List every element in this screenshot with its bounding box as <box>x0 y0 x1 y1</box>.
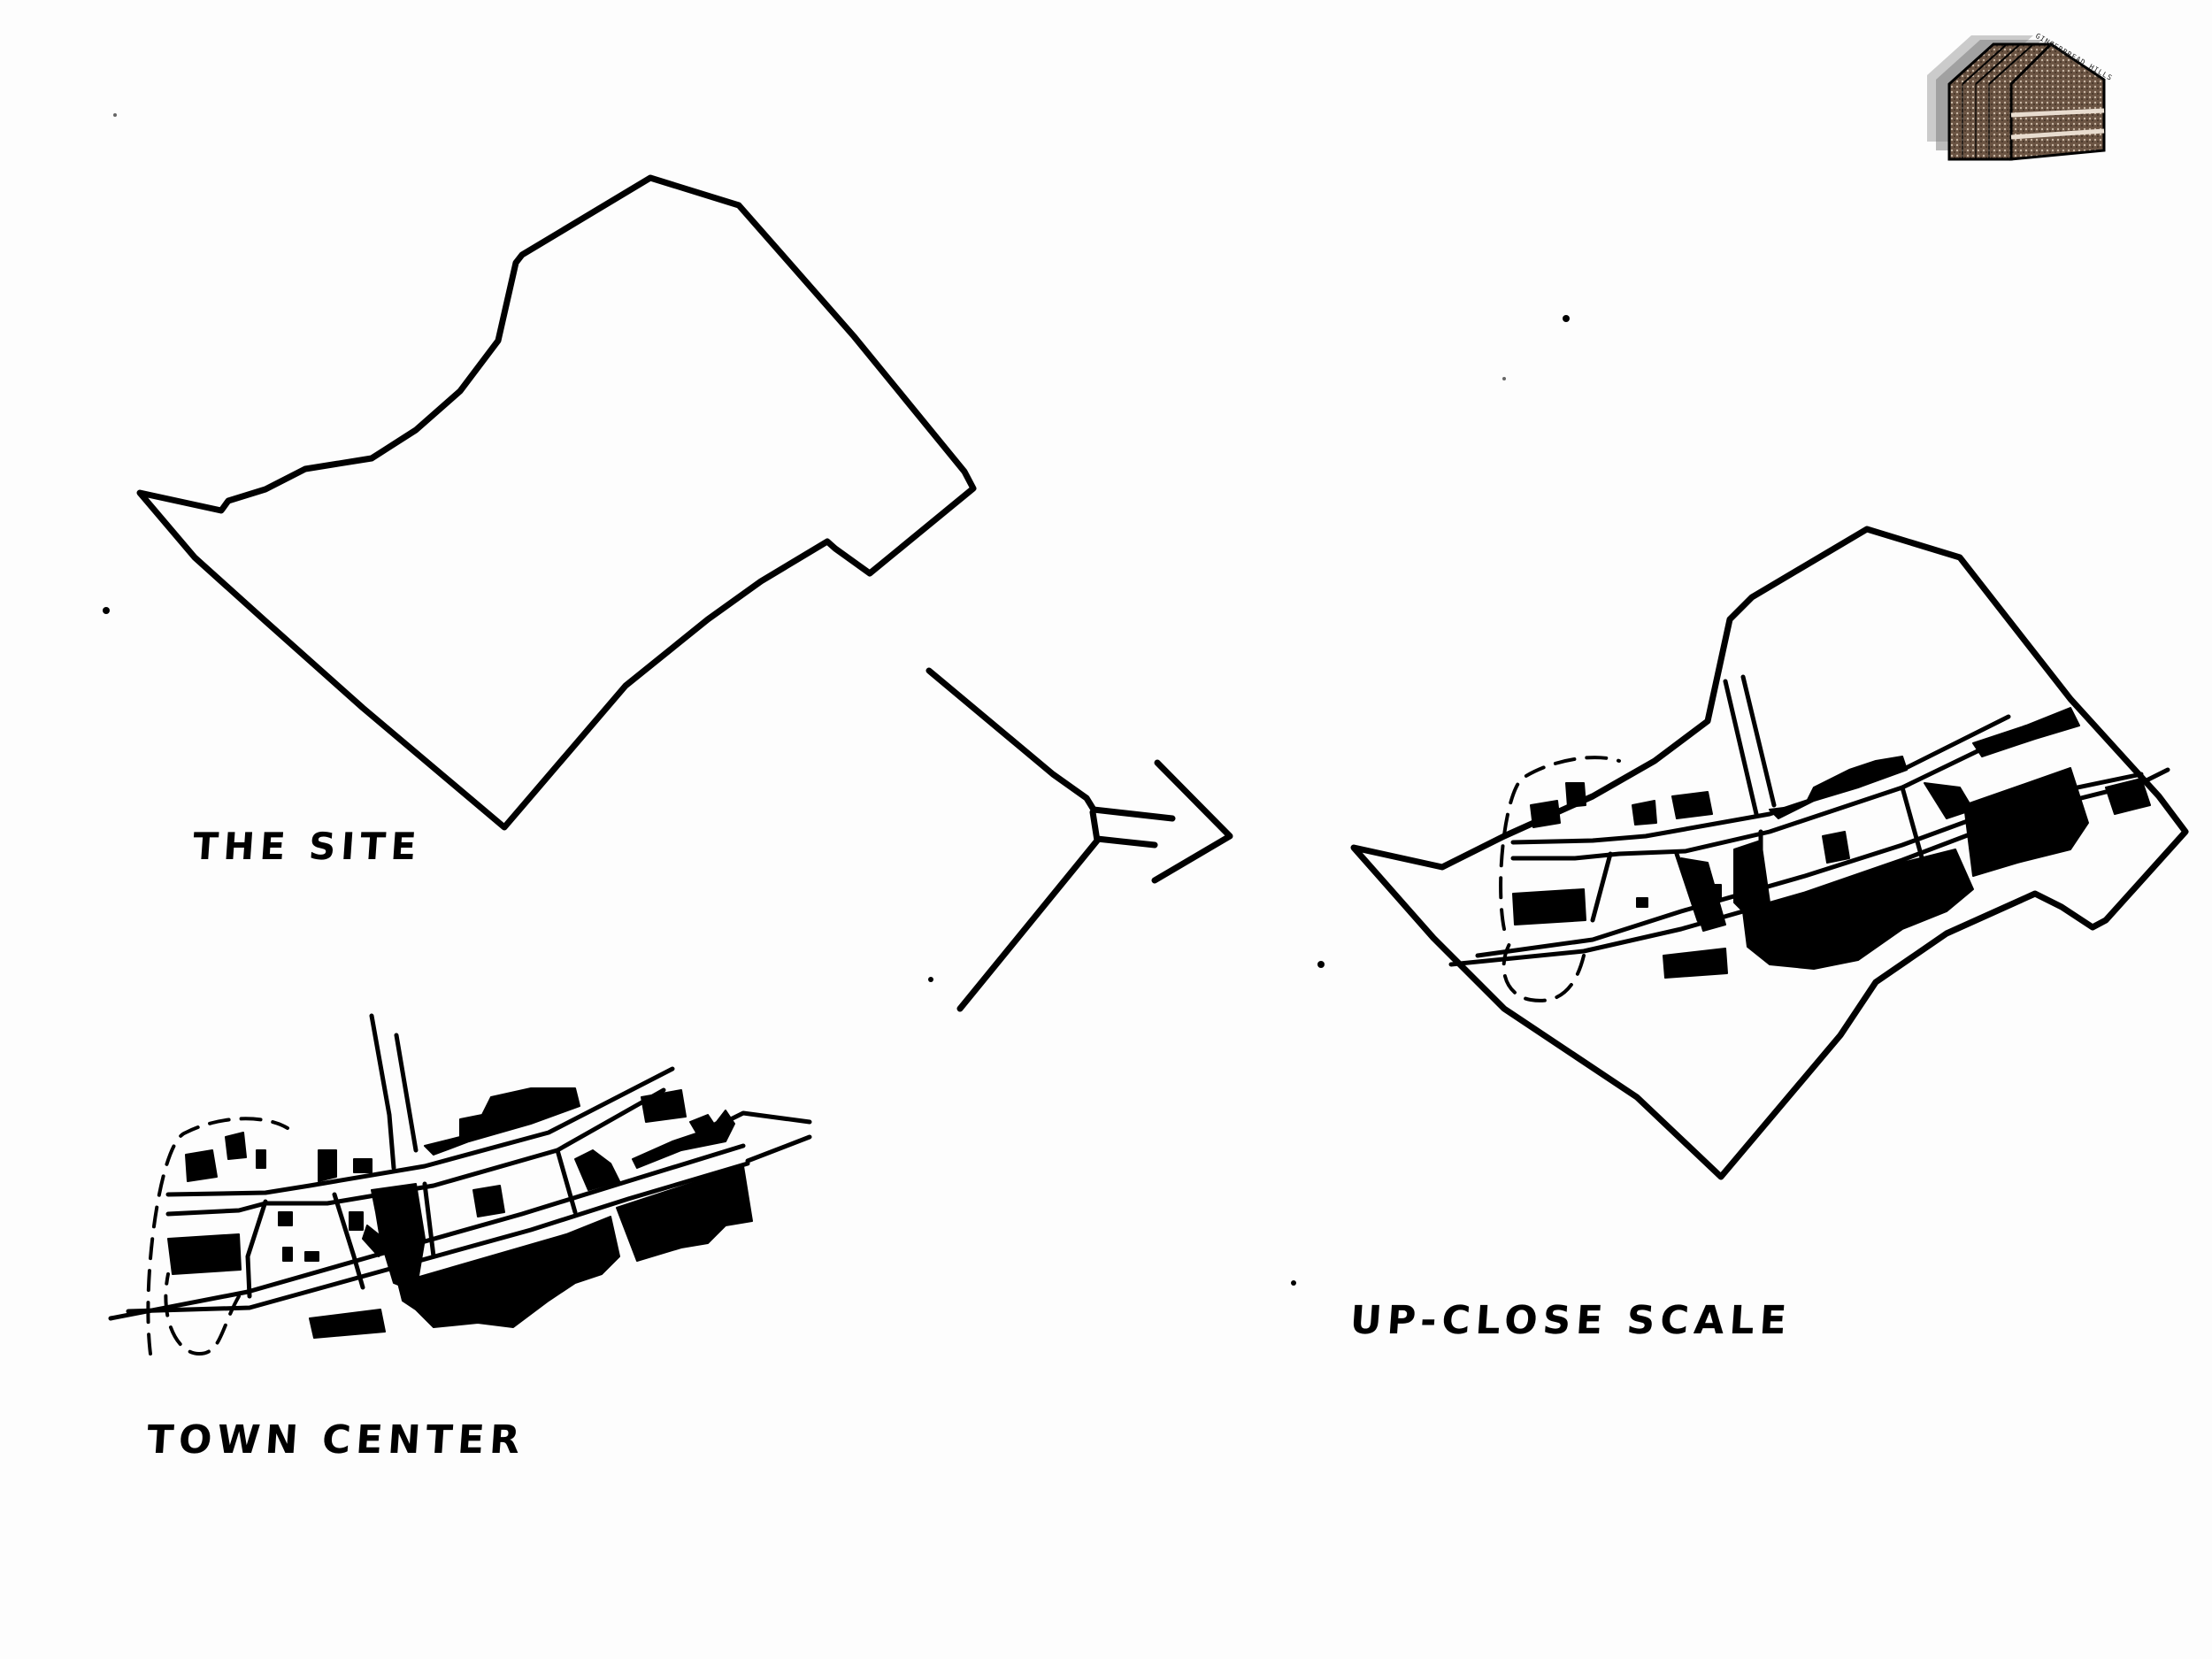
label-the-site: THE SITE <box>191 825 424 868</box>
main-road <box>108 1143 746 1321</box>
label-up-close-scale: UP-CLOSE SCALE <box>1348 1298 1793 1343</box>
site-outline <box>136 174 977 831</box>
arrow <box>926 667 1233 1012</box>
gingerbread-hills-logo: GINGERBREAD HILLS <box>1927 32 2114 161</box>
up-close-site-outline <box>1350 526 2189 1180</box>
label-town-center: TOWN CENTER <box>145 1417 527 1463</box>
town-center-map <box>108 1013 812 1356</box>
paper-specks <box>103 113 1570 1286</box>
up-close-map <box>1350 526 2189 1180</box>
